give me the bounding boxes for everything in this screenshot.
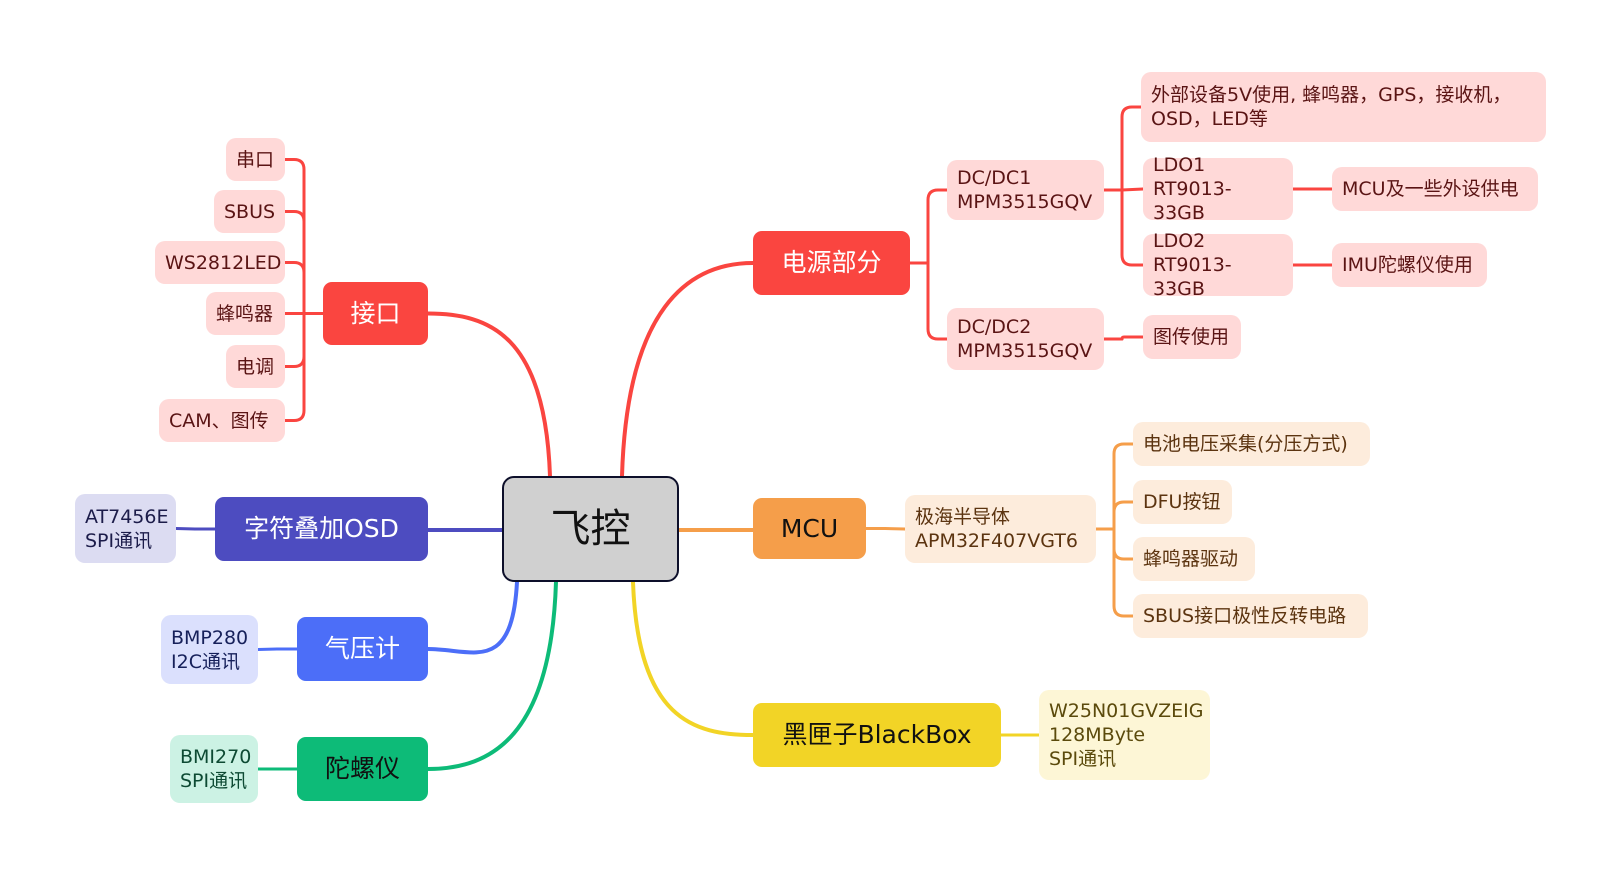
- interface-node[interactable]: 接口: [323, 282, 428, 345]
- dcdc1-node[interactable]: DC/DC1 MPM3515GQV: [947, 160, 1104, 220]
- dcdc1-children-link-0: [1120, 105, 1143, 192]
- dcdc1-label: DC/DC1 MPM3515GQV: [957, 167, 1093, 213]
- interface-sbus-node[interactable]: SBUS: [214, 190, 285, 233]
- mcu-children-link-3: [1112, 527, 1135, 618]
- dcdc1-children-link-2: [1120, 188, 1145, 267]
- vtx-use-node[interactable]: 图传使用: [1143, 315, 1241, 359]
- external-5v-label: 外部设备5V使用, 蜂鸣器，GPS，接收机， OSD，LED等: [1151, 84, 1512, 130]
- interface-buzzer-label: 蜂鸣器: [216, 302, 274, 325]
- blackbox-node[interactable]: 黑匣子BlackBox: [753, 703, 1001, 767]
- mcu-label: MCU: [780, 513, 839, 543]
- power-children-link-0: [926, 188, 949, 265]
- mcu-power-label: MCU及一些外设供电: [1342, 178, 1519, 200]
- barometer-node[interactable]: 气压计: [297, 617, 428, 681]
- battery-voltage-node[interactable]: 电池电压采集(分压方式): [1133, 422, 1370, 466]
- blackbox-flash-node[interactable]: W25N01GVZEIG 128MByte SPI通讯: [1039, 690, 1210, 780]
- imu-power-node[interactable]: IMU陀螺仪使用: [1332, 243, 1487, 287]
- interface-cam-vtx-label: CAM、图传: [169, 409, 269, 432]
- barometer-chip-label: BMP280 I2C通讯: [171, 626, 249, 673]
- root-label: 飞控: [550, 506, 631, 552]
- root-to-power-link: [620, 261, 755, 478]
- osd-chip-label: AT7456E SPI通讯: [85, 505, 169, 552]
- interface-children-link-2: [283, 261, 306, 315]
- dcdc1-children-link-1: [1120, 187, 1145, 192]
- barometer-detail-link-0: [256, 647, 279, 651]
- mcu-children-link-2: [1112, 527, 1135, 561]
- interface-uart-label: 串口: [236, 148, 275, 171]
- dcdc2-node[interactable]: DC/DC2 MPM3515GQV: [947, 308, 1104, 370]
- dcdc2-children-link-0: [1120, 335, 1145, 341]
- vtx-use-label: 图传使用: [1153, 326, 1230, 348]
- power-label: 电源部分: [781, 248, 882, 277]
- mcu-chip-label: 极海半导体 APM32F407VGT6: [915, 506, 1078, 552]
- osd-node[interactable]: 字符叠加OSD: [215, 497, 428, 561]
- ldo2-node[interactable]: LDO2 RT9013-33GB: [1143, 230, 1293, 300]
- mcu-children-link-1: [1112, 500, 1135, 531]
- root-node[interactable]: 飞控: [502, 476, 679, 582]
- buzzer-driver-label: 蜂鸣器驱动: [1143, 548, 1239, 570]
- ldo1-node[interactable]: LDO1 RT9013-33GB: [1143, 154, 1293, 224]
- interface-ws2812-label: WS2812LED: [165, 251, 282, 274]
- interface-esc-label: 电调: [236, 355, 275, 378]
- buzzer-driver-node[interactable]: 蜂鸣器驱动: [1133, 537, 1255, 581]
- ldo2-label: LDO2 RT9013-33GB: [1153, 230, 1232, 300]
- barometer-chip-node[interactable]: BMP280 I2C通讯: [161, 615, 258, 684]
- gyro-label: 陀螺仪: [324, 754, 400, 783]
- blackbox-flash-label: W25N01GVZEIG 128MByte SPI通讯: [1049, 700, 1204, 770]
- osd-chip-node[interactable]: AT7456E SPI通讯: [75, 494, 176, 563]
- interface-ws2812-node[interactable]: WS2812LED: [155, 241, 285, 284]
- dfu-button-node[interactable]: DFU按钮: [1133, 480, 1232, 524]
- interface-label: 接口: [350, 298, 401, 328]
- mcu-children-link-0: [1112, 442, 1135, 531]
- interface-children-link-0: [283, 158, 306, 315]
- root-to-barometer-link: [426, 580, 519, 655]
- gyro-chip-label: BMI270 SPI通讯: [180, 746, 252, 792]
- interface-buzzer-node[interactable]: 蜂鸣器: [206, 292, 285, 335]
- power-children-link-1: [926, 261, 949, 341]
- interface-sbus-label: SBUS: [224, 200, 276, 223]
- imu-power-label: IMU陀螺仪使用: [1342, 254, 1473, 276]
- ldo1-label: LDO1 RT9013-33GB: [1153, 154, 1232, 224]
- osd-label: 字符叠加OSD: [244, 514, 399, 543]
- dcdc2-label: DC/DC2 MPM3515GQV: [957, 316, 1093, 362]
- mcu-chip-node[interactable]: 极海半导体 APM32F407VGT6: [905, 495, 1096, 563]
- interface-cam-vtx-node[interactable]: CAM、图传: [159, 399, 285, 442]
- blackbox-label: 黑匣子BlackBox: [782, 720, 972, 749]
- interface-children-link-5: [283, 312, 306, 422]
- sbus-inverter-label: SBUS接口极性反转电路: [1143, 605, 1347, 627]
- root-to-interface-link: [426, 311, 552, 478]
- mcu-node[interactable]: MCU: [753, 498, 866, 559]
- battery-voltage-label: 电池电压采集(分压方式): [1143, 433, 1348, 455]
- interface-children-link-1: [283, 210, 306, 315]
- external-5v-node[interactable]: 外部设备5V使用, 蜂鸣器，GPS，接收机， OSD，LED等: [1141, 72, 1546, 142]
- root-to-blackbox-link: [631, 580, 755, 737]
- gyro-chip-node[interactable]: BMI270 SPI通讯: [170, 735, 258, 803]
- osd-detail-link-0: [174, 527, 197, 531]
- power-node[interactable]: 电源部分: [753, 231, 910, 295]
- interface-children-link-4: [283, 312, 306, 368]
- interface-esc-node[interactable]: 电调: [226, 345, 285, 388]
- sbus-inverter-node[interactable]: SBUS接口极性反转电路: [1133, 594, 1368, 638]
- mcu-power-node[interactable]: MCU及一些外设供电: [1332, 167, 1538, 211]
- interface-uart-node[interactable]: 串口: [226, 138, 285, 181]
- root-to-gyro-link: [426, 580, 558, 771]
- gyro-node[interactable]: 陀螺仪: [297, 737, 428, 801]
- dfu-button-label: DFU按钮: [1143, 491, 1221, 513]
- mcu-chip-link-0: [883, 527, 907, 531]
- barometer-label: 气压计: [324, 634, 400, 663]
